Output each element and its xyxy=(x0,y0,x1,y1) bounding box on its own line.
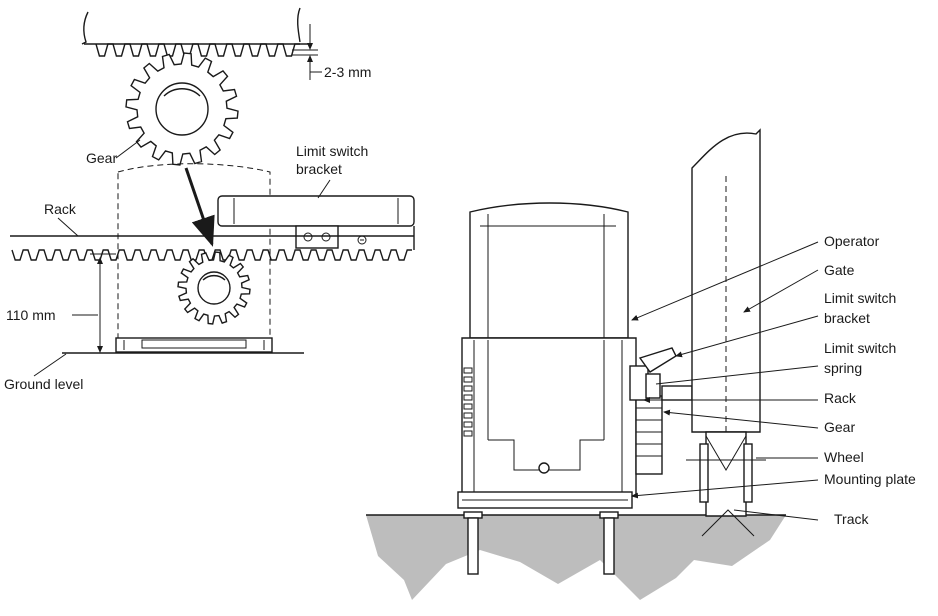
gate-label: Gate xyxy=(824,262,855,278)
height-dimension xyxy=(72,253,116,353)
left-mounting-plate xyxy=(115,337,273,353)
right-detail-view: Operator Gate Limit switch bracket Limit… xyxy=(366,128,916,600)
gate xyxy=(686,128,766,537)
rack-teeth-path xyxy=(95,43,300,57)
concrete-foundation xyxy=(366,515,786,600)
vent-slot xyxy=(463,376,473,383)
operator-label: Operator xyxy=(824,233,880,249)
spring-label-line1: Limit switch xyxy=(824,340,896,356)
upper-rack-teeth xyxy=(95,43,300,57)
bracket-label-line1: Limit switch xyxy=(296,143,368,159)
right-labels: Operator Gate Limit switch bracket Limit… xyxy=(824,233,916,527)
bracket-label-right-line1: Limit switch xyxy=(824,290,896,306)
rack-label: Rack xyxy=(44,201,77,217)
gear-label: Gear xyxy=(86,150,117,166)
clearance-dimension: 2-3 mm xyxy=(292,24,371,80)
vent-slot xyxy=(463,430,473,437)
upper-rack xyxy=(81,7,312,57)
lower-rack-teeth xyxy=(11,249,412,261)
bracket-label-right-line2: bracket xyxy=(824,310,870,326)
upper-gear xyxy=(125,52,239,166)
left-detail-view: 2-3 mm Gear Limit switch bracket xyxy=(4,7,415,392)
limit-switch-bracket xyxy=(217,195,415,249)
anchor-bolts xyxy=(463,511,619,575)
spring-label-line2: spring xyxy=(824,360,862,376)
height-label: 110 mm xyxy=(6,307,56,323)
mounting-plate-label: Mounting plate xyxy=(824,471,916,487)
vent-slot xyxy=(463,367,473,374)
vent-slots xyxy=(463,367,473,437)
clearance-label: 2-3 mm xyxy=(324,64,371,80)
wheel-label: Wheel xyxy=(824,449,864,465)
ground-level-label: Ground level xyxy=(4,376,83,392)
operator-body xyxy=(457,202,637,509)
lower-gear xyxy=(177,251,251,325)
vent-slot xyxy=(463,394,473,401)
bracket-label-line2: bracket xyxy=(296,161,342,177)
vent-slot xyxy=(463,421,473,428)
rack-label-right: Rack xyxy=(824,390,857,406)
track-label: Track xyxy=(834,511,869,527)
right-leader-lines xyxy=(631,241,819,521)
move-arrow xyxy=(184,167,215,247)
operator-outline xyxy=(117,163,271,339)
vent-slot xyxy=(463,385,473,392)
gear-assembly xyxy=(629,347,693,475)
vent-slot xyxy=(463,412,473,419)
vent-slot xyxy=(463,403,473,410)
gear-label-right: Gear xyxy=(824,419,855,435)
rack-teeth-path xyxy=(11,249,412,261)
